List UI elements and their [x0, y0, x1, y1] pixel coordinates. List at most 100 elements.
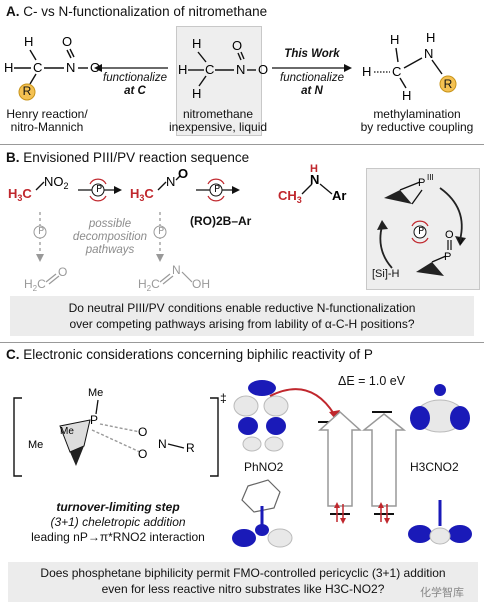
divider-a: [0, 144, 484, 145]
section-c-heading: Electronic considerations concerning bip…: [23, 347, 373, 362]
p-label-2: P: [214, 184, 221, 195]
phosphetane-orbital-left: [232, 479, 293, 548]
svg-text:H: H: [192, 36, 201, 51]
svg-text:O: O: [62, 34, 72, 49]
svg-text:N: N: [310, 172, 319, 187]
right-arrow-label: functionalize at N: [280, 72, 344, 97]
p-label-4: P: [158, 226, 165, 237]
svg-text:P: P: [444, 251, 451, 263]
svg-text:OH: OH: [192, 277, 210, 291]
svg-text:O: O: [445, 229, 454, 241]
section-a-title: A. C- vs N-functionalization of nitromet…: [6, 4, 267, 19]
p-label-cycle: P: [418, 226, 425, 237]
phno2-label: PhNO2: [244, 460, 284, 474]
svg-text:Me: Me: [28, 439, 43, 451]
section-a-letter: A.: [6, 4, 20, 19]
tls-line-2: (3+1) cheletropic addition: [50, 515, 186, 529]
svg-text:O: O: [258, 62, 268, 77]
right-caption: methylamination by reductive coupling: [360, 107, 474, 134]
tls-line-3: leading nP→π*RNO2 interaction: [31, 530, 205, 544]
svg-text:Me: Me: [88, 387, 103, 399]
nitromethane-structure: H H C N O O H: [178, 36, 268, 101]
silane-label: [Si]-H: [372, 268, 400, 280]
svg-text:H2C: H2C: [138, 277, 160, 293]
svg-text:H: H: [24, 34, 33, 49]
svg-text:O: O: [138, 425, 147, 439]
svg-text:H: H: [310, 163, 318, 175]
section-c-title: C. Electronic considerations concerning …: [6, 347, 373, 362]
svg-text:C: C: [205, 62, 214, 77]
svg-text:C: C: [33, 60, 42, 75]
svg-text:Me: Me: [60, 426, 74, 437]
question-box-c: Does phosphetane biphilicity permit FMO-…: [8, 562, 478, 602]
right-structure: H H C N H H: [362, 30, 457, 103]
svg-text:H2C: H2C: [24, 277, 46, 293]
svg-text:H: H: [390, 32, 399, 47]
r-group-circle-right: [439, 75, 457, 93]
svg-text:H: H: [4, 60, 13, 75]
p-label-3: P: [38, 226, 45, 237]
phno2-orbital: [233, 380, 289, 452]
center-caption: nitromethane inexpensive, liquid: [168, 107, 268, 134]
question-b-line-2: over competing pathways arising from lab…: [69, 317, 415, 331]
question-b-line-1: Do neutral PIII/PV conditions enable red…: [68, 301, 416, 315]
divider-b: [0, 342, 484, 343]
svg-text:N: N: [166, 174, 175, 189]
svg-text:N: N: [66, 60, 75, 75]
question-c-line-2: even for less reactive nitro substrates …: [101, 582, 385, 596]
r-label-left: R: [22, 84, 32, 98]
svg-text:H: H: [362, 64, 371, 79]
tls-description: turnover-limiting step (3+1) cheletropic…: [8, 500, 228, 545]
section-b-title: B. Envisioned PIII/PV reaction sequence: [6, 150, 250, 165]
section-a-heading: C- vs N-functionalization of nitromethan…: [23, 4, 268, 19]
delta-e-label: ΔE = 1.0 eV: [338, 374, 406, 388]
svg-text:P: P: [418, 177, 425, 189]
section-c-scheme: ‡ Me P Me Me O O N R: [13, 380, 472, 548]
section-a-structures: H H C N O O H H C N O O H H H: [4, 30, 457, 103]
boron-reagent: (RO)2B–Ar: [190, 214, 252, 228]
svg-text:‡: ‡: [220, 391, 227, 405]
p-label-1: P: [96, 184, 103, 195]
svg-text:H3C: H3C: [130, 186, 154, 203]
question-c-line-1: Does phosphetane biphilicity permit FMO-…: [40, 566, 446, 580]
svg-text:O: O: [138, 447, 147, 461]
tls-title: turnover-limiting step: [56, 500, 180, 514]
svg-text:O: O: [58, 265, 67, 279]
svg-text:Ar: Ar: [332, 188, 346, 203]
left-structure: H H C N O O: [4, 34, 100, 101]
svg-text:R: R: [186, 441, 195, 455]
svg-text:NO2: NO2: [44, 174, 69, 191]
section-b-scheme: H3C NO2 H3C N O CH3 N H Ar H2C O H2C N O…: [8, 163, 466, 293]
watermark-text: 化学智库: [420, 587, 464, 599]
svg-text:H: H: [426, 30, 435, 45]
svg-text:C: C: [392, 64, 401, 79]
decomposition-text: possible decomposition pathways: [72, 218, 148, 256]
svg-text:P: P: [90, 413, 98, 427]
svg-text:CH3: CH3: [278, 188, 302, 205]
svg-text:H3C: H3C: [8, 186, 32, 203]
h3cno2-label: H3CNO2: [410, 460, 459, 474]
energy-diagram: [269, 388, 407, 524]
svg-text:O: O: [178, 166, 188, 181]
svg-text:O: O: [232, 38, 242, 53]
r-group-circle-left: [18, 83, 36, 101]
section-b-heading: Envisioned PIII/PV reaction sequence: [23, 150, 250, 165]
svg-text:H: H: [402, 88, 411, 103]
svg-text:H: H: [192, 86, 201, 101]
svg-text:H: H: [178, 62, 187, 77]
catalytic-cycle: P III P O V: [377, 173, 466, 276]
question-box-b: Do neutral PIII/PV conditions enable red…: [10, 296, 474, 336]
nitromethane-box: [176, 26, 262, 136]
r-label-right: R: [443, 77, 453, 91]
svg-text:N: N: [236, 62, 245, 77]
phosphetane-orbital-right: [408, 500, 472, 545]
this-work-label: This Work: [284, 48, 340, 60]
svg-text:N: N: [424, 46, 433, 61]
svg-text:V: V: [458, 237, 464, 246]
svg-text:III: III: [427, 173, 434, 182]
left-arrow-label: functionalize at C: [103, 72, 167, 97]
svg-text:N: N: [158, 437, 167, 451]
h3cno2-orbital: [410, 384, 470, 433]
svg-text:N: N: [172, 263, 181, 277]
transition-state: ‡ Me P Me Me O O N R: [13, 387, 227, 477]
